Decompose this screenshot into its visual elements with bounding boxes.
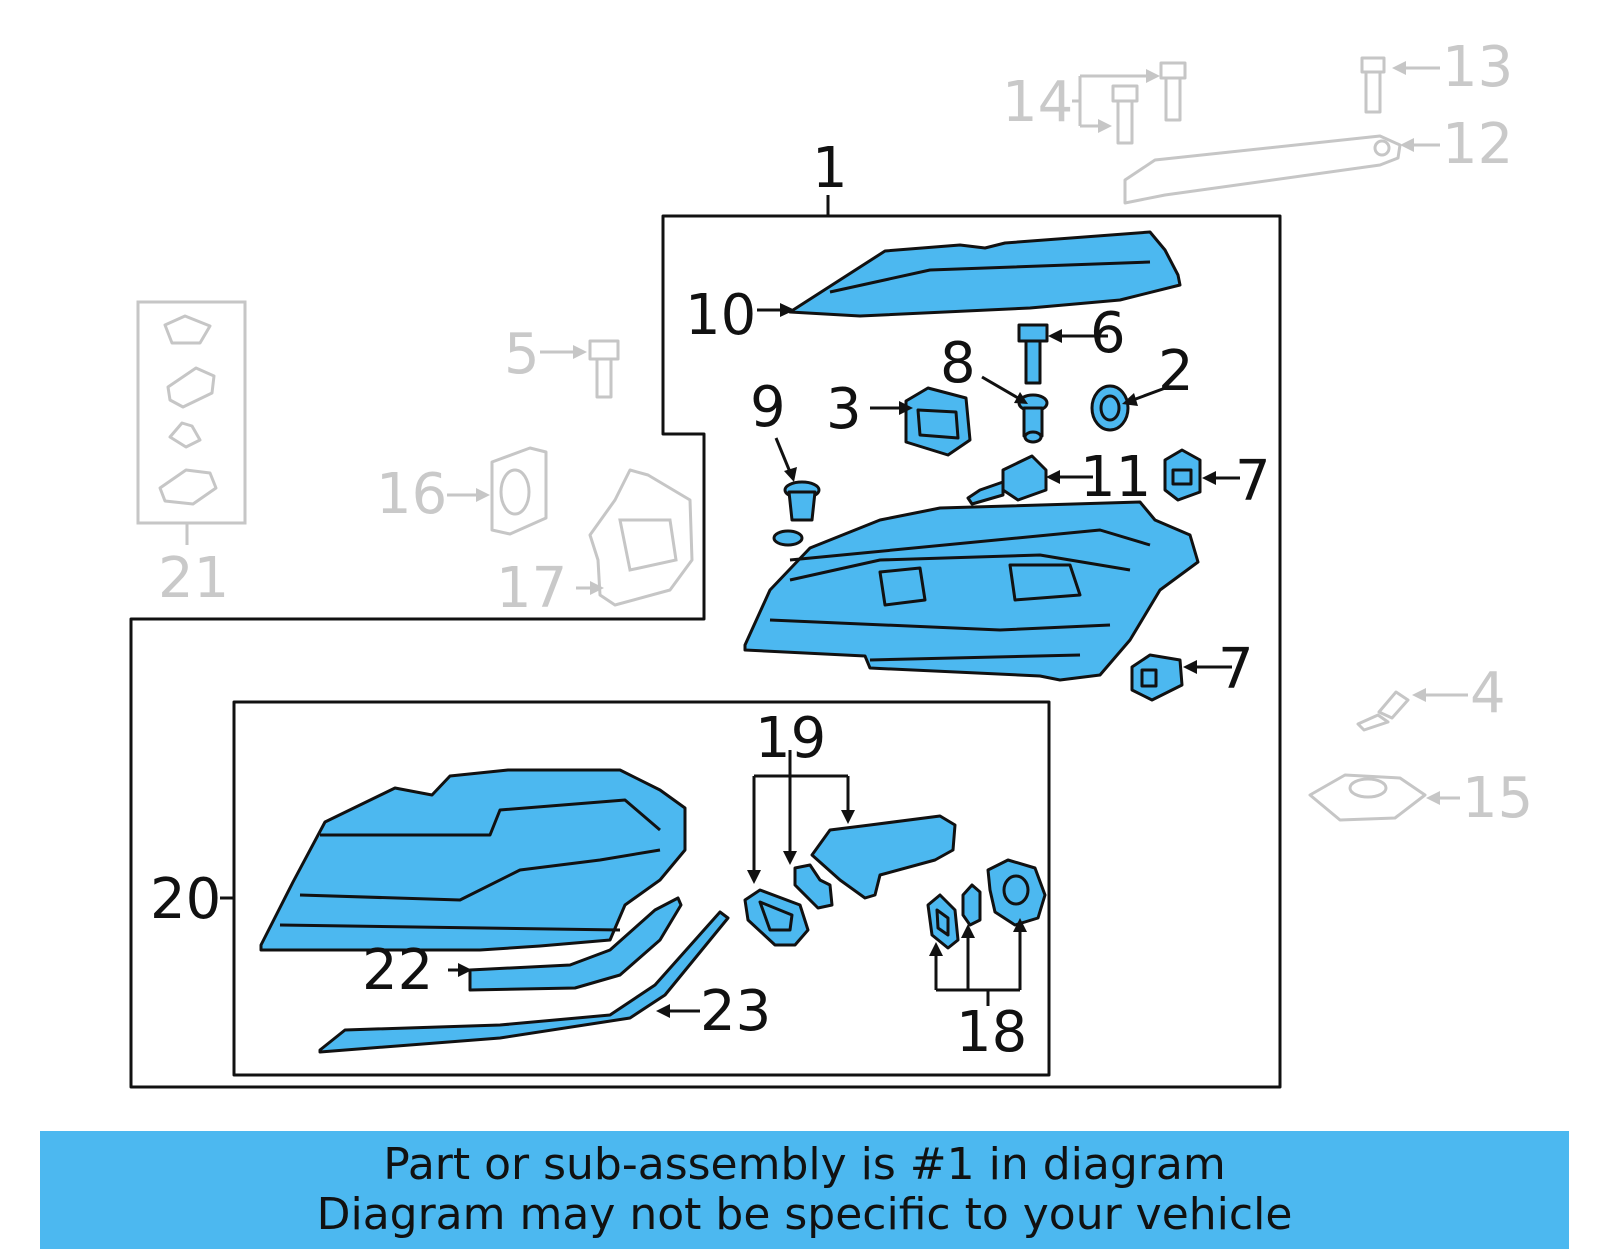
callout-14[interactable]: 14 xyxy=(1002,70,1073,135)
part-14-bolts xyxy=(1111,61,1187,145)
footer-banner: Part or sub-assembly is #1 in diagram Di… xyxy=(40,1131,1569,1249)
assembly-outline xyxy=(129,214,1282,1089)
callout-15[interactable]: 15 xyxy=(1462,766,1533,831)
callout-12[interactable]: 12 xyxy=(1442,112,1513,177)
headlamp-assembly[interactable] xyxy=(743,500,1200,682)
callout-7-lower[interactable]: 7 xyxy=(1218,637,1254,702)
part-15-ballast xyxy=(1308,773,1427,822)
part-16-module xyxy=(490,446,548,536)
part-3-mount[interactable] xyxy=(904,386,972,457)
part-13-bolt xyxy=(1360,56,1386,114)
callout-20[interactable]: 20 xyxy=(150,867,221,932)
callout-23[interactable]: 23 xyxy=(700,979,771,1044)
footer-line-1: Part or sub-assembly is #1 in diagram xyxy=(383,1139,1226,1190)
leaders-muted xyxy=(447,61,1468,805)
leaders-active xyxy=(220,303,1240,1018)
part-21-box xyxy=(136,300,247,525)
part-11-bulb[interactable] xyxy=(966,454,1048,506)
part-9-cap[interactable] xyxy=(783,480,821,522)
callout-2[interactable]: 2 xyxy=(1158,339,1194,404)
part-18-gasket[interactable] xyxy=(926,893,960,950)
callout-5[interactable]: 5 xyxy=(504,322,540,387)
part-17-housing xyxy=(588,468,694,607)
part-12-hole xyxy=(1373,139,1391,157)
callout-22[interactable]: 22 xyxy=(362,938,433,1003)
part-12-bracket xyxy=(1123,134,1402,205)
part-23-strip[interactable] xyxy=(318,910,730,1054)
part-8-grommet[interactable] xyxy=(1017,393,1049,444)
callout-16[interactable]: 16 xyxy=(376,462,447,527)
callout-19[interactable]: 19 xyxy=(755,706,826,771)
callout-3[interactable]: 3 xyxy=(826,377,862,442)
callout-11[interactable]: 11 xyxy=(1080,445,1151,510)
part-19-bracket[interactable] xyxy=(793,863,834,910)
callout-18[interactable]: 18 xyxy=(956,1000,1027,1065)
part-20-lens[interactable] xyxy=(259,768,687,952)
callout-7-upper[interactable]: 7 xyxy=(1235,449,1271,514)
part-4-bolt xyxy=(1356,690,1410,732)
callout-1[interactable]: 1 xyxy=(812,136,848,201)
callout-8[interactable]: 8 xyxy=(940,331,976,396)
part-22-strip[interactable] xyxy=(468,896,683,992)
callout-13[interactable]: 13 xyxy=(1442,35,1513,100)
callout-4[interactable]: 4 xyxy=(1470,661,1506,726)
part-7-connector-upper[interactable] xyxy=(1163,448,1202,502)
part-21-clips xyxy=(158,314,218,506)
footer-line-2: Diagram may not be specific to your vehi… xyxy=(316,1189,1293,1240)
part-10-trim[interactable] xyxy=(788,230,1182,318)
part-6-screw[interactable] xyxy=(1017,323,1049,385)
subassembly-box xyxy=(232,700,1051,1077)
part-10-detail xyxy=(829,260,1151,294)
callout-17[interactable]: 17 xyxy=(496,556,567,621)
callout-9[interactable]: 9 xyxy=(750,375,786,440)
part-19-housing[interactable] xyxy=(810,814,957,900)
callout-10[interactable]: 10 xyxy=(685,283,756,348)
part-19-seal[interactable] xyxy=(743,888,810,947)
callout-6[interactable]: 6 xyxy=(1090,301,1126,366)
callout-21[interactable]: 21 xyxy=(158,546,229,611)
part-7-connector-lower[interactable] xyxy=(1130,653,1184,702)
part-5-bolt xyxy=(588,339,620,399)
part-2-ring[interactable] xyxy=(1090,384,1130,432)
part-18-socket[interactable] xyxy=(986,858,1047,927)
part-18-clip[interactable] xyxy=(961,883,982,927)
